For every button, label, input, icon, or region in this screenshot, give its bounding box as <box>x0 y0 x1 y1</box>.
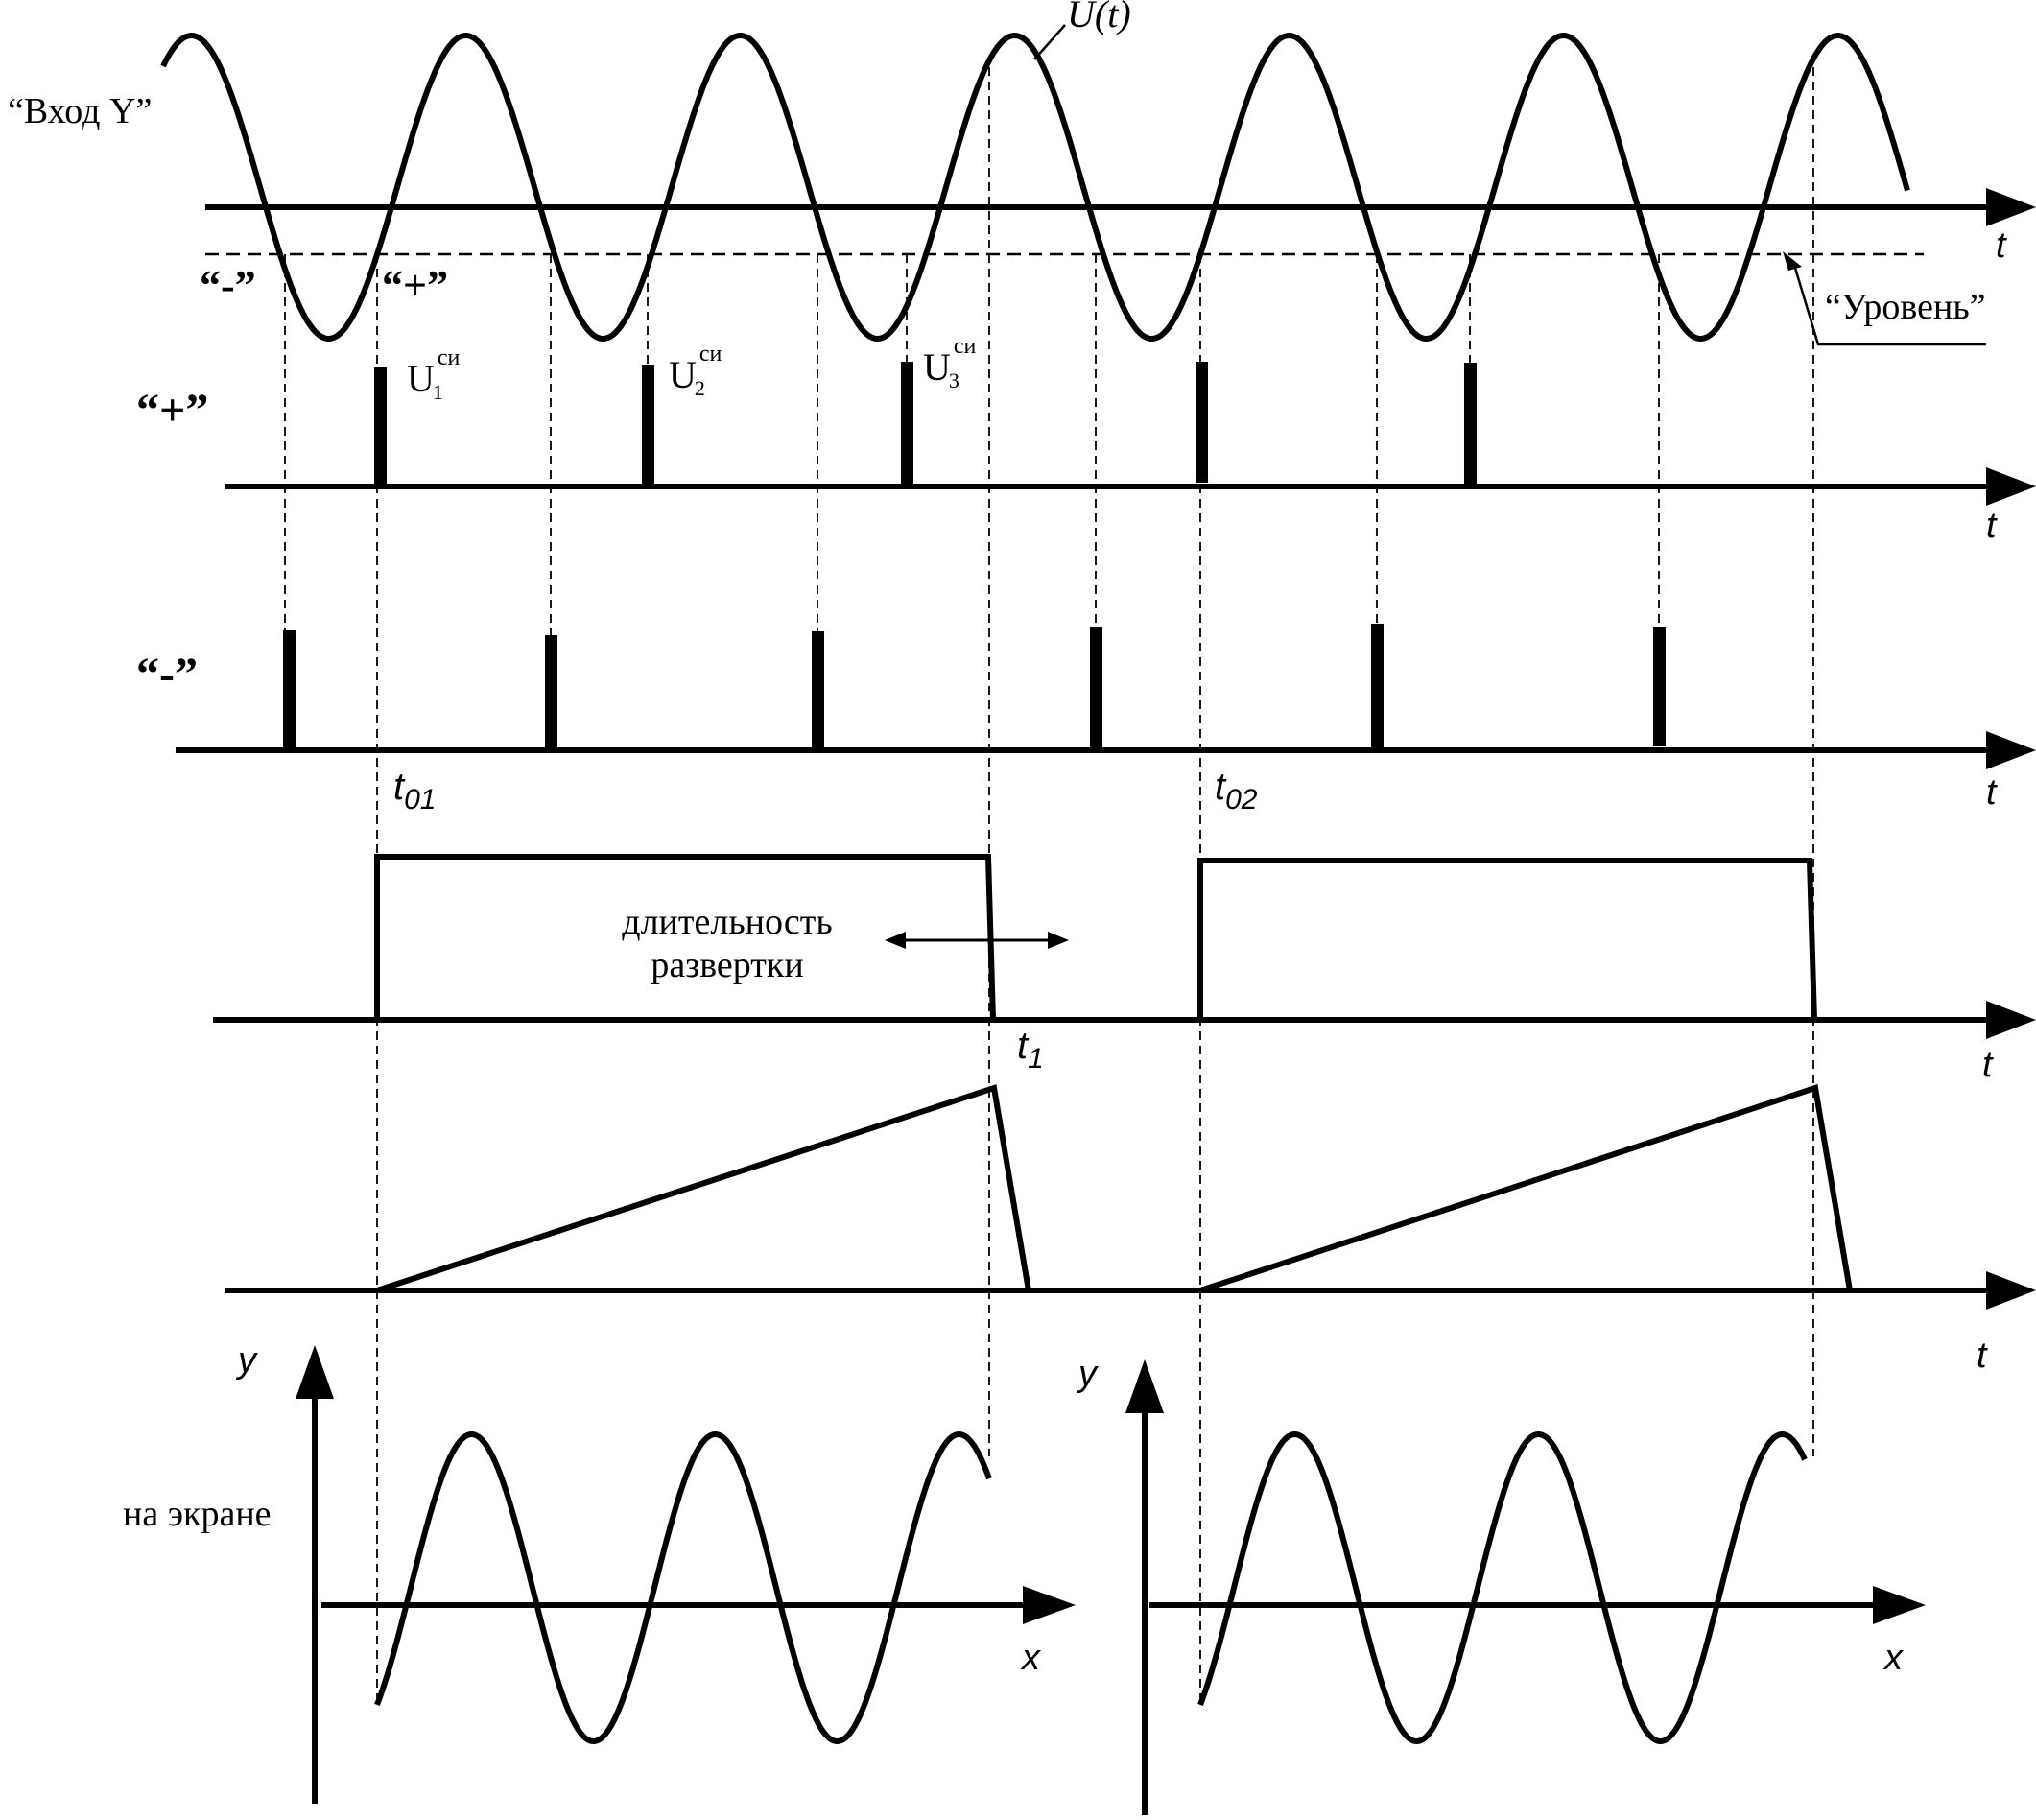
level-label-pointer <box>1792 264 1986 346</box>
minus-slope-label: “-” <box>200 262 256 309</box>
input-sine-wave <box>160 32 1910 343</box>
plus-slope-label: “+” <box>382 262 448 309</box>
projection-lines <box>284 67 1814 1698</box>
duration-arrowhead-left <box>885 932 906 949</box>
signal-label: U(t) <box>1067 0 1131 35</box>
signal-label-pointer <box>1033 24 1066 60</box>
plus-pulses-row <box>225 362 2036 506</box>
on-screen-label: на экране <box>123 1494 272 1534</box>
u1-label: U1си <box>407 345 461 404</box>
input-axis-arrowhead <box>1986 188 2036 226</box>
screen-left-x-arrowhead <box>1023 1586 1076 1624</box>
axis-t-label-row4: t <box>1982 1045 1994 1085</box>
screen-right-x-label: x <box>1882 1638 1905 1678</box>
sawtooth-row <box>225 1084 2036 1310</box>
minus-pulse-3 <box>812 631 824 750</box>
row-plus-label: “+” <box>136 385 208 436</box>
plus-pulse-3 <box>901 362 913 486</box>
screen-display-left <box>296 1345 1076 1804</box>
plus-pulse-2 <box>642 365 654 486</box>
sawtooth-ramp-2 <box>1199 1084 1853 1293</box>
duration-arrowhead-right <box>1048 932 1069 949</box>
minus-pulse-4 <box>1090 627 1102 750</box>
u3-label: U3си <box>923 334 977 392</box>
minus-pulse-6 <box>1653 627 1666 746</box>
minus-pulse-2 <box>545 635 557 750</box>
screen-left-waveform <box>374 1430 992 1745</box>
axis-t-label-row3: t <box>1986 772 1998 813</box>
screen-right-y-label: y <box>1076 1354 1099 1394</box>
screen-left-y-arrowhead <box>296 1345 334 1399</box>
minus-axis-arrowhead <box>1986 731 2036 769</box>
level-label: “Уровень” <box>1825 287 1986 327</box>
screen-right-x-arrowhead <box>1873 1586 1926 1624</box>
row-minus-label: “-” <box>136 649 198 699</box>
gate-pulse-2 <box>1197 858 1817 1021</box>
sawtooth-axis-arrowhead <box>1986 1271 2036 1310</box>
sawtooth-ramp-1 <box>376 1084 1031 1293</box>
axis-t-label-row2: t <box>1986 506 1998 546</box>
plus-pulse-1 <box>374 367 387 486</box>
plus-pulse-4 <box>1196 362 1208 483</box>
sweep-gate-row <box>213 854 2036 1039</box>
plus-pulse-5 <box>1464 363 1477 486</box>
axis-t-label-row5: t <box>1977 1335 1988 1376</box>
minus-pulses-row <box>176 624 2036 769</box>
screen-right-y-arrowhead <box>1125 1359 1164 1413</box>
screen-right-waveform <box>1197 1430 1808 1745</box>
axis-t-label-row1: t <box>1996 225 2007 266</box>
minus-pulse-1 <box>283 630 296 750</box>
t01-label: t01 <box>393 766 437 815</box>
duration-label-line2: развертки <box>651 945 803 985</box>
duration-label-line1: длительность <box>622 902 832 942</box>
gate-axis-arrowhead <box>1986 1001 2036 1039</box>
level-pointer-arrowhead <box>1783 251 1802 271</box>
screen-display-right <box>1125 1359 1926 1815</box>
input-signal-row <box>160 24 2036 346</box>
minus-pulse-5 <box>1371 624 1384 750</box>
plus-axis-arrowhead <box>1986 467 2036 506</box>
input-y-label: “Вход Y” <box>8 91 152 131</box>
t1-label: t1 <box>1017 1025 1044 1075</box>
t02-label: t02 <box>1215 766 1258 815</box>
text-labels: “Вход Y” U(t) “-” “+” “Уровень” “+” “-” … <box>8 0 2007 1678</box>
screen-left-y-label: y <box>235 1340 258 1381</box>
u2-label: U2си <box>669 342 722 400</box>
screen-left-x-label: x <box>1020 1638 1042 1678</box>
